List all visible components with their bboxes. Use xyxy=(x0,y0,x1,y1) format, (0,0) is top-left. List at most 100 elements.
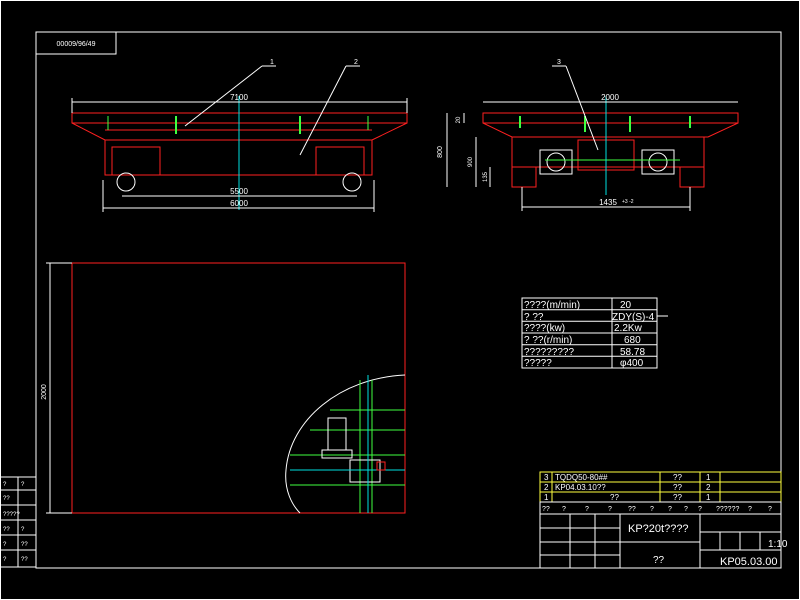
strip-cell: ? xyxy=(21,527,25,533)
side-dim-mid: 900 xyxy=(468,156,474,167)
parts-header-cell: ? xyxy=(684,506,688,513)
parts-header-frame xyxy=(539,501,782,515)
parts-header-cell: ? xyxy=(585,506,589,513)
side-dim-bottom-tol: +3 -2 xyxy=(622,199,634,205)
side-motor-right-circle xyxy=(648,152,668,172)
spec-value: 680 xyxy=(624,335,641,346)
parts-header-cell: ?? xyxy=(542,506,550,513)
side-motor-left xyxy=(539,149,573,175)
parts-header-cell: ? xyxy=(768,506,772,513)
side-view: 2000 800 20 900 135 1435 +3 -2 3 xyxy=(437,59,739,211)
callout-3: 3 xyxy=(557,59,561,66)
strip-cell: ? xyxy=(3,542,7,548)
plan-gearbox xyxy=(349,459,381,483)
plan-motor xyxy=(327,417,347,451)
spec-value: φ400 xyxy=(620,358,644,369)
front-wheel-box-right xyxy=(315,146,365,176)
parts-code: KP04.03.10?? xyxy=(555,483,606,492)
plan-view: 2000 xyxy=(41,262,406,514)
parts-no: 1 xyxy=(544,493,549,502)
side-dim-top: 2000 xyxy=(601,93,619,102)
side-dim-low: 135 xyxy=(483,171,489,182)
strip-cell: ????? xyxy=(3,512,20,518)
drawing-number: KP05.03.00 xyxy=(720,556,778,568)
spec-value: 58.78 xyxy=(620,347,645,358)
side-motor-left-circle xyxy=(546,152,566,172)
spec-value: ZDY(S)-4 xyxy=(612,312,655,323)
parts-header-cell: ? xyxy=(748,506,752,513)
strip-cell: ? xyxy=(21,482,25,488)
spec-label: ????(m/min) xyxy=(524,300,580,311)
spec-label: ? ?? xyxy=(524,312,544,323)
drawing-scale: 1:10 xyxy=(768,539,788,550)
parts-no: 3 xyxy=(544,473,549,482)
spec-label: ????????? xyxy=(524,347,574,358)
parts-header-cell: ? xyxy=(608,506,612,513)
plan-motor-base xyxy=(321,449,353,459)
side-deck-slope xyxy=(482,122,739,138)
maker-label: ?? xyxy=(653,555,665,566)
parts-qty: 2 xyxy=(706,483,711,492)
callout-leader-1 xyxy=(184,65,263,127)
parts-no: 2 xyxy=(544,483,549,492)
parts-header-cell: ?? xyxy=(628,506,636,513)
front-dim-top: 7100 xyxy=(230,93,248,102)
parts-header-cell: ?????? xyxy=(716,506,739,513)
drawing-title: KP?20t???? xyxy=(628,523,689,535)
spec-value: 2.2Kw xyxy=(614,323,643,334)
parts-qty-label: ?? xyxy=(673,483,682,492)
strip-cell: ?? xyxy=(3,527,10,533)
front-wheel-left xyxy=(116,172,136,192)
strip-cell: ? xyxy=(3,482,7,488)
file-code: 00009/96/49 xyxy=(57,41,96,48)
plan-dim-side: 2000 xyxy=(41,384,48,400)
callout-leader-2 xyxy=(299,65,347,156)
parts-header-cell: ? xyxy=(562,506,566,513)
side-deck xyxy=(482,112,739,124)
front-dim-outer: 6000 xyxy=(230,199,248,208)
callout-leader-3 xyxy=(565,65,599,151)
parts-code: TQDQ50-80## xyxy=(555,473,608,482)
strip-cell: ?? xyxy=(21,557,28,563)
title-block-frame xyxy=(539,513,782,569)
plan-breakout-curve xyxy=(285,374,406,514)
side-motor-right xyxy=(641,149,675,175)
front-wheel-box-left xyxy=(111,146,161,176)
title-block: 3 TQDQ50-80## ?? 1 2 KP04.03.10?? ?? 2 1… xyxy=(539,471,788,569)
side-dim-left-outer: 800 xyxy=(437,146,444,158)
front-dim-inner: 5500 xyxy=(230,187,248,196)
drawing-frame xyxy=(35,31,782,569)
left-strip-table: ? ? ?? ????? ?? ? ? ?? ? ?? xyxy=(0,476,37,568)
parts-qty: 1 xyxy=(706,473,711,482)
spec-label: ? ??(r/min) xyxy=(524,335,572,346)
parts-header-cell: ? xyxy=(650,506,654,513)
plan-outline xyxy=(71,262,406,514)
side-body xyxy=(511,136,705,168)
parts-code: ?? xyxy=(610,493,619,502)
strip-cell: ? xyxy=(3,557,7,563)
strip-cell: ?? xyxy=(21,542,28,548)
side-leg-left xyxy=(511,166,537,188)
side-dim-small: 20 xyxy=(456,116,462,123)
side-leg-right xyxy=(679,166,705,188)
parts-header-cell: ? xyxy=(668,506,672,513)
callout-2: 2 xyxy=(354,59,358,66)
plan-coupling xyxy=(376,461,386,471)
callout-1: 1 xyxy=(270,59,274,66)
side-dim-bottom: 1435 xyxy=(599,198,617,207)
parts-qty: 1 xyxy=(706,493,711,502)
parts-qty-label: ?? xyxy=(673,493,682,502)
parts-header-cell: ? xyxy=(698,506,702,513)
spec-label: ????(kw) xyxy=(524,323,565,334)
spec-value: 20 xyxy=(620,300,632,311)
strip-cell: ?? xyxy=(3,496,10,502)
spec-label: ????? xyxy=(524,358,552,369)
spec-table: ????(m/min) 20 ? ?? ZDY(S)-4 ????(kw) 2.… xyxy=(521,297,668,369)
parts-qty-label: ?? xyxy=(673,473,682,482)
file-code-box xyxy=(35,31,117,55)
front-view: 7100 5500 6000 1 2 xyxy=(71,59,408,212)
front-wheel-right xyxy=(342,172,362,192)
